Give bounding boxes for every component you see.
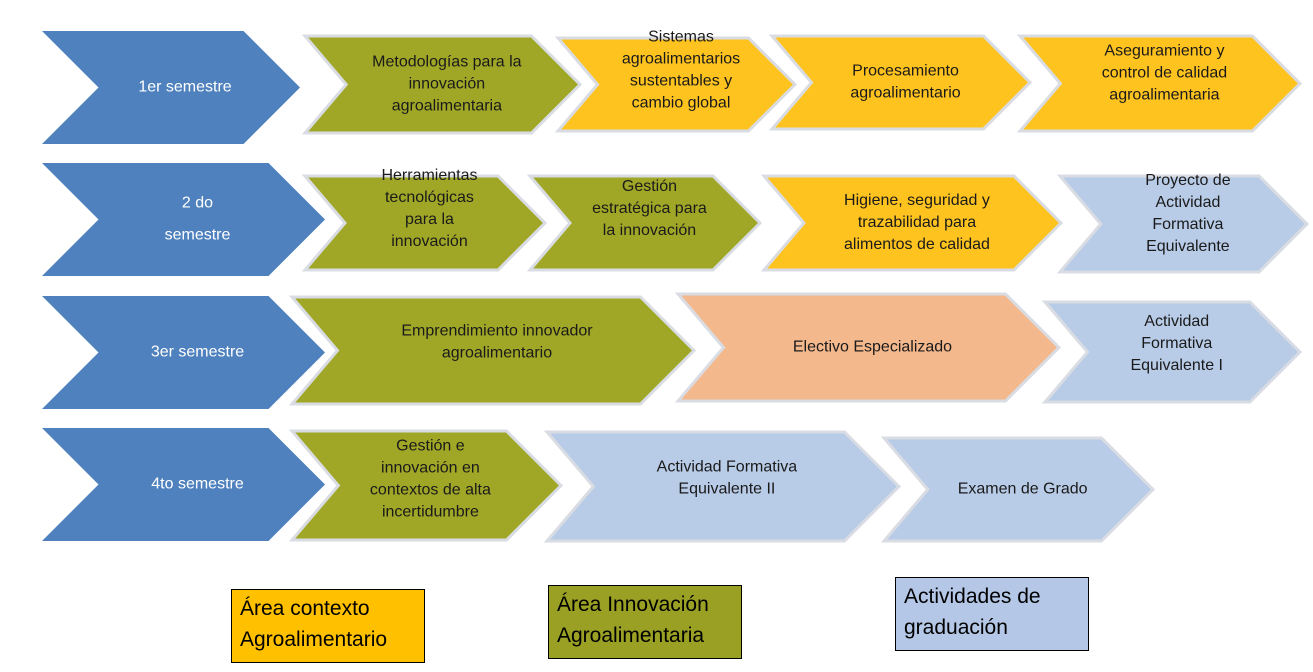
semester-chevron: 2 do semestre [42,163,325,276]
course-chevron-shape [288,295,697,406]
course-label-line: alimentos de calidad [844,236,990,253]
semester-chevron: 3er semestre [42,296,325,409]
course-label-line: Actividad [1144,313,1209,330]
course-label-line: Proyecto de [1145,172,1230,189]
semester-chevron-shape [42,163,325,276]
course-label-line: Gestión e [396,438,465,455]
course-label-line: control de calidad [1102,65,1227,82]
semester-label-line: 4to semestre [151,476,244,493]
course-chevron-shape [288,429,564,542]
course-label-line: Formativa [1152,216,1223,233]
course-chevron-shape [554,36,798,133]
legend-contexto-line1: Área contexto [240,597,370,620]
semester-label-line: 3er semestre [151,344,244,361]
course-chevron-shape [1056,174,1310,274]
course-label-line: Metodologías para la [372,54,522,71]
course-chevron-shape [760,174,1064,272]
course-chevron: Electivo Especializado [674,292,1062,403]
course-label-line: innovación en [381,460,480,477]
course-label-line: agroalimentaria [1109,87,1219,104]
course-label-line: la innovación [603,222,696,239]
course-label-line: Gestión [622,178,677,195]
course-label-line: Herramientas [381,167,477,184]
legend-contexto-line2: Agroalimentario [240,628,388,651]
course-label-line: agroalimentaria [392,98,502,115]
course-chevron: Aseguramiento y control de calidad agroali… [1016,34,1303,133]
course-label-line: Electivo Especializado [793,339,952,356]
curriculum-flow-diagram: 1er semestre Metodologías para la innovaci… [42,29,1310,543]
semester-label-line: 1er semestre [138,79,231,96]
course-chevron: Higiene, seguridad y trazabilidad para ali… [760,174,1064,272]
legend-area-innovacion: Área Innovación Agroalimentaria [548,585,742,659]
course-label-line: estratégica para [592,200,707,217]
course-label-line: agroalimentarios [622,51,740,68]
course-chevron-shape [301,174,548,272]
course-label-line: Equivalente II [678,481,775,498]
legend-graduacion-line1: Actividades de [904,585,1041,608]
course-chevron: Gestión estratégica para la innovación [526,174,763,272]
course-chevron: Procesamiento agroalimentario [768,34,1033,131]
course-chevron-shape [1041,300,1303,404]
course-label-line: Equivalente [1146,238,1230,255]
legend-innovacion-line1: Área Innovación [557,593,709,616]
course-chevron-shape [674,292,1062,403]
course-chevron: Gestión e innovación en contextos de alta i… [288,429,564,542]
course-chevron-shape [543,430,902,543]
course-label-line: tecnológicas [385,189,474,206]
legend-area-contexto: Área contexto Agroalimentario [231,589,425,663]
course-label-line: agroalimentario [442,345,552,362]
course-chevron-shape [301,34,583,135]
semester-label-line: semestre [165,227,231,244]
legend-actividades-graduacion: Actividades de graduación [895,577,1089,651]
semester-label-line: 2 do [182,195,213,212]
course-label-line: agroalimentario [850,85,960,102]
course-chevron: Examen de Grado [880,436,1156,543]
semester-chevron-shape [42,31,300,144]
legend-graduacion-line2: graduación [904,616,1008,639]
course-chevron-shape [768,34,1033,131]
course-chevron: Herramientas tecnológicas para la innovació… [301,167,548,272]
course-label-line: Higiene, seguridad y [844,192,990,209]
course-label-line: Emprendimiento innovador [401,323,593,340]
semester-chevron-shape [42,428,325,541]
course-chevron: Metodologías para la innovación agroalimen… [301,34,583,135]
legend-innovacion-line2: Agroalimentaria [557,624,705,647]
semester-chevron: 1er semestre [42,31,300,144]
course-label-line: incertidumbre [382,504,479,521]
course-chevron-shape [880,436,1156,543]
course-label-line: innovación [409,76,486,93]
course-chevron: Emprendimiento innovador agroalimentario [288,295,697,406]
course-label-line: para la [405,211,454,228]
course-label-line: innovación [391,233,468,250]
course-label-line: Actividad Formativa [657,459,798,476]
course-label-line: trazabilidad para [858,214,976,231]
course-label-line: Examen de Grado [958,481,1088,498]
course-label-line: contextos de alta [370,482,491,499]
course-label-line: Aseguramiento y [1104,43,1224,60]
course-label-line: Actividad [1155,194,1220,211]
semester-chevron: 4to semestre [42,428,325,541]
semester-chevron-shape [42,296,325,409]
course-chevron: Sistemas agroalimentarios sustentables y ca… [554,29,798,133]
course-chevron-shape [1016,34,1303,133]
course-label-line: Formativa [1141,335,1212,352]
course-chevron-shape [526,174,763,272]
course-label-line: Equivalente I [1130,357,1223,374]
course-label-line: sustentables y [630,73,732,90]
course-label-line: cambio global [632,95,731,112]
course-label-line: Procesamiento [852,63,959,80]
course-label-line: Sistemas [648,29,714,46]
